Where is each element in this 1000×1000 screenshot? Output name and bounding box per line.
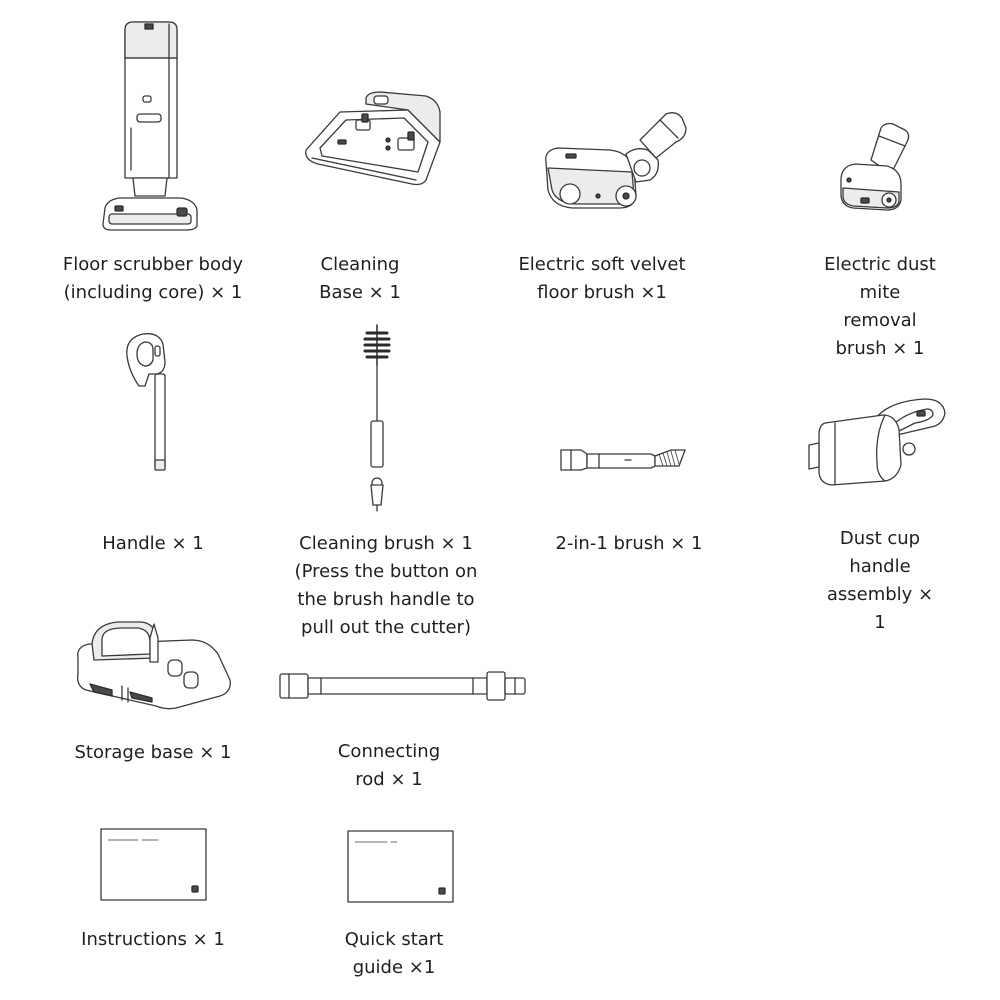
floor-scrubber-body-label: Floor scrubber body (including core) × 1 [62,254,244,303]
two-in-one-brush-image [560,449,686,471]
connecting-rod-label: Connecting rod × 1 [337,741,441,790]
floor-scrubber-body-image [102,21,198,231]
two-in-one-brush-label: 2-in-1 brush × 1 [555,533,703,554]
electric-soft-velvet-floor-brush-label: Electric soft velvet floor brush ×1 [518,254,686,303]
electric-dust-mite-removal-brush-label: Electric dust mite removal brush × 1 [824,254,936,359]
handle-image [126,333,166,471]
quick-start-guide-image [347,830,454,903]
storage-base-label: Storage base × 1 [74,742,232,763]
connecting-rod-image [279,671,526,701]
cleaning-brush-label: Cleaning brush × 1 (Press the button on … [294,533,478,638]
cleaning-base-image [305,91,441,186]
instructions-label: Instructions × 1 [81,929,225,950]
electric-dust-mite-removal-brush-image [840,122,910,211]
handle-label: Handle × 1 [102,533,204,554]
cleaning-base-label: Cleaning Base × 1 [319,254,401,303]
instructions-image [100,828,207,901]
dust-cup-handle-assembly-label: Dust cup handle assembly × 1 [826,528,934,633]
electric-soft-velvet-floor-brush-image [545,112,687,209]
dust-cup-handle-assembly-image [808,398,946,486]
quick-start-guide-label: Quick start guide ×1 [344,929,444,978]
cleaning-brush-image [363,324,391,512]
storage-base-image [77,621,231,710]
